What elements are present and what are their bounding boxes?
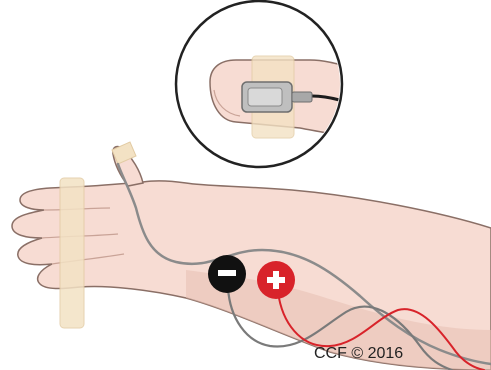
positive-electrode [257, 261, 295, 299]
plus-sign-vertical [273, 271, 279, 289]
sensor-connector [292, 92, 312, 102]
finger-tape [60, 178, 84, 328]
sensor-window [248, 88, 282, 106]
minus-sign [218, 270, 236, 276]
negative-electrode [208, 255, 246, 293]
copyright-credit: CCF © 2016 [314, 345, 403, 362]
magnified-thumb-inset [176, 1, 370, 167]
arm-hand [12, 142, 491, 370]
